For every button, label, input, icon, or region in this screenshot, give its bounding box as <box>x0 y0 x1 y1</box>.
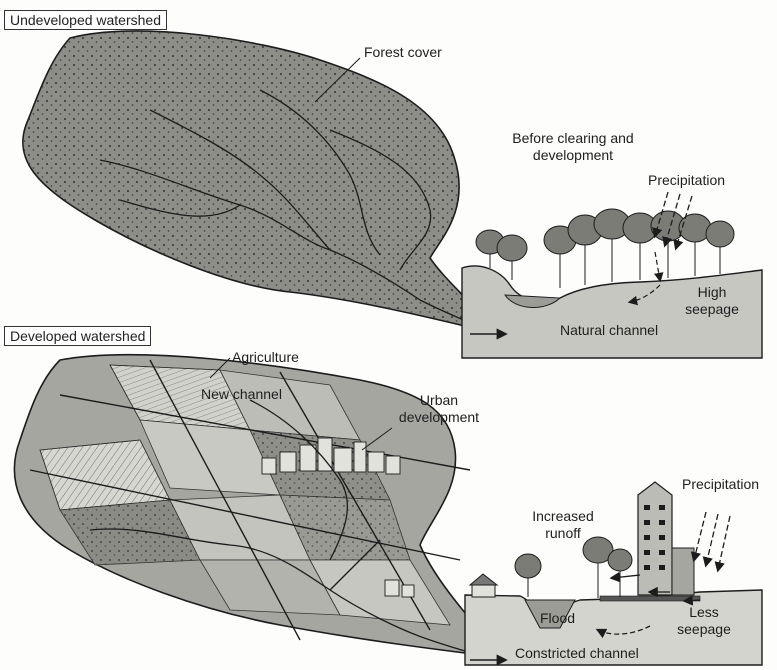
urban-trees <box>515 537 632 598</box>
natural-channel-label: Natural channel <box>560 322 658 339</box>
forest-trees <box>476 209 734 288</box>
urban-development-label: Urban development <box>384 392 494 426</box>
precipitation-label-2: Precipitation <box>682 476 759 493</box>
before-clearing-label: Before clearing and development <box>488 130 658 164</box>
undeveloped-title: Undeveloped watershed <box>4 10 167 30</box>
developed-title: Developed watershed <box>4 326 151 346</box>
agriculture-label: Agriculture <box>232 349 299 366</box>
undeveloped-landmass <box>23 31 498 334</box>
small-house <box>470 574 497 597</box>
precipitation-label-1: Precipitation <box>648 172 725 189</box>
forest-cover-label: Forest cover <box>364 44 442 61</box>
constricted-channel-label: Constricted channel <box>515 645 639 662</box>
flood-label: Flood <box>540 610 575 627</box>
precipitation-arrows-2 <box>694 512 730 570</box>
increased-runoff-label: Increased runoff <box>518 508 608 542</box>
high-seepage-label: High seepage <box>672 284 752 318</box>
less-seepage-label: Less seepage <box>664 604 744 638</box>
new-channel-label: New channel <box>201 386 282 403</box>
